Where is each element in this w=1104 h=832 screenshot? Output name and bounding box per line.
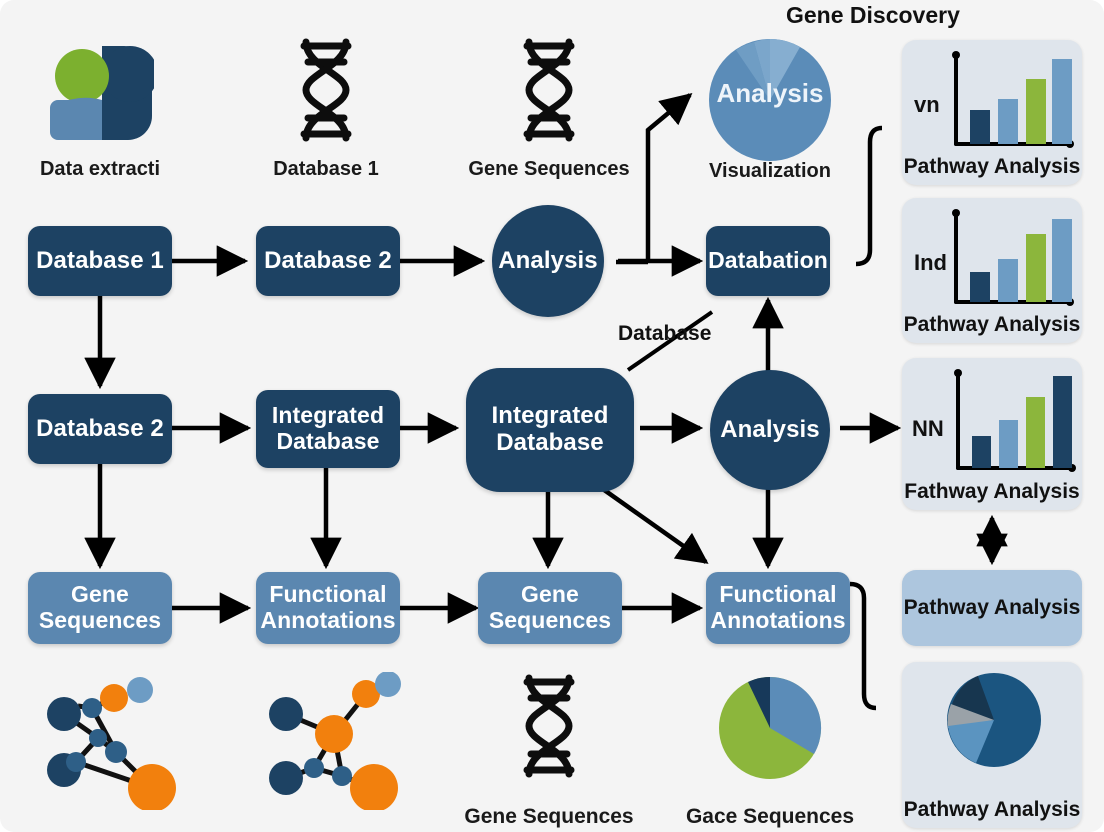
chart-ylabel-2: Ind [914, 250, 947, 275]
chart-title-5: Pathway Analysis [903, 798, 1081, 821]
network-icon-2 [262, 671, 412, 812]
card-pathway-analysis-1[interactable]: vn Pathway Analysis [902, 40, 1082, 185]
data-extraction-icon [44, 40, 158, 142]
visualization-caption: Visualization [709, 160, 831, 182]
card-label-4: Pathway Analysis [903, 596, 1081, 619]
visualization-pie-icon [708, 38, 832, 162]
node-label: Analysis [720, 415, 820, 443]
dna-icon-1-caption: Database 1 [273, 158, 379, 180]
node-database-2-row2[interactable]: Database 2 [28, 394, 172, 464]
dna-icon-3 [513, 672, 585, 780]
chart-title-3: Fathway Analysis [904, 480, 1080, 503]
chart-ylabel-1: vn [914, 92, 940, 117]
node-analysis-row2[interactable]: Analysis [710, 370, 830, 490]
node-label: Database 2 [264, 246, 392, 274]
card-pathway-analysis-3[interactable]: NN Fathway Analysis [902, 358, 1082, 510]
node-database-2-row1[interactable]: Database 2 [256, 226, 400, 296]
dna-icon-2-caption: Gene Sequences [468, 158, 630, 180]
node-database-1[interactable]: Database 1 [28, 226, 172, 296]
node-label: Databation [708, 247, 828, 274]
chart-title-2: Pathway Analysis [903, 313, 1081, 336]
visualization-pie-center-label: Analysis [716, 78, 824, 108]
dna-icon-1 [290, 36, 362, 144]
card-pathway-analysis-5[interactable]: Pathway Analysis [902, 662, 1082, 828]
bar-chart-1 [952, 51, 1074, 148]
network-icon-1 [36, 672, 186, 812]
data-extraction-caption: Data extracti [39, 158, 161, 180]
chart-title-1: Pathway Analysis [903, 155, 1081, 178]
node-analysis-row1[interactable]: Analysis [492, 205, 604, 317]
bar-chart-3 [954, 369, 1076, 472]
card-pathway-analysis-2[interactable]: Ind Pathway Analysis [902, 198, 1082, 343]
node-label: Database 2 [36, 414, 164, 442]
pie-chart-card [947, 673, 1041, 767]
chart-ylabel-3: NN [912, 416, 944, 441]
node-label: Database 1 [36, 246, 164, 274]
dna-icon-3-caption: Gene Sequences [464, 805, 634, 828]
page-title: Gene Discovery [786, 2, 960, 28]
pie-icon-2 [718, 676, 822, 780]
dna-icon-2 [513, 36, 585, 144]
node-label: Analysis [498, 246, 598, 274]
node-databation[interactable]: Databation [706, 226, 830, 296]
bar-chart-2 [952, 209, 1074, 306]
card-pathway-analysis-4[interactable]: Pathway Analysis [902, 570, 1082, 646]
edge-label-database: Database [618, 322, 712, 345]
pie-icon-2-caption: Gace Sequences [685, 805, 855, 828]
